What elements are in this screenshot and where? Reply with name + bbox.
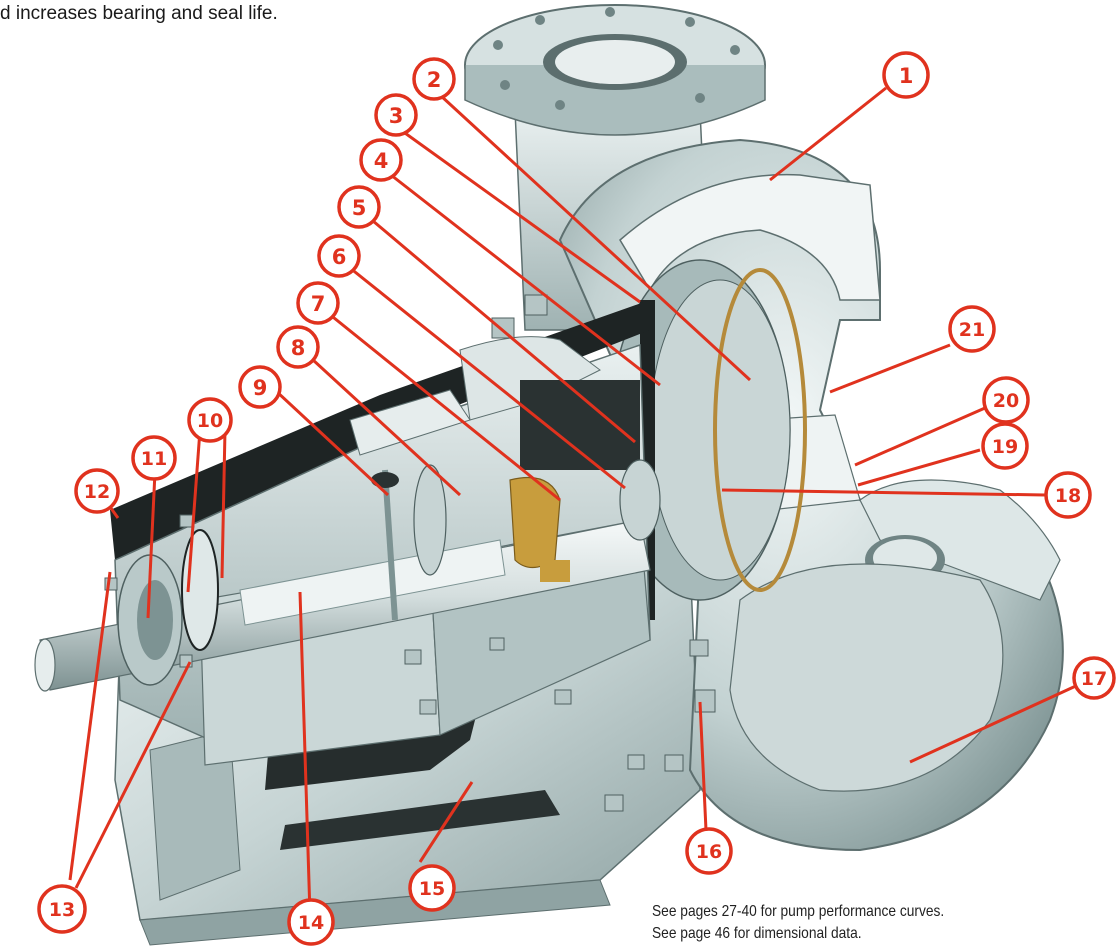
svg-text:5: 5 (352, 196, 367, 220)
pump-illustration (34, 4, 1064, 946)
leader-15 (418, 781, 474, 863)
svg-text:15: 15 (419, 878, 445, 900)
callout-6: 6 (317, 234, 361, 278)
callout-19: 19 (981, 422, 1029, 470)
leader-13a (68, 571, 112, 881)
leader-6 (339, 258, 626, 490)
svg-text:6: 6 (332, 245, 347, 269)
leader-21 (829, 343, 951, 394)
note-dimensional-data: See page 46 for dimensional data. (652, 925, 862, 942)
leader-lines (68, 86, 1079, 916)
callout-4: 4 (359, 138, 403, 182)
callout-2: 2 (412, 57, 456, 101)
callout-11: 11 (131, 435, 177, 481)
svg-text:1: 1 (899, 64, 914, 88)
callout-13: 13 (37, 884, 87, 934)
callout-15: 15 (408, 864, 456, 912)
svg-text:17: 17 (1081, 668, 1107, 690)
leader-11 (146, 471, 157, 619)
leader-2 (438, 93, 752, 382)
leader-3 (397, 126, 641, 304)
svg-text:19: 19 (992, 436, 1018, 458)
leader-7 (317, 303, 561, 502)
callout-8: 8 (276, 325, 320, 369)
leader-4 (381, 166, 661, 387)
svg-text:8: 8 (291, 336, 306, 360)
leader-13b (74, 661, 192, 889)
svg-text:10: 10 (197, 410, 223, 432)
callout-1: 1 (882, 51, 930, 99)
callouts: 1 2 3 4 5 6 7 8 9 10 11 12 13 14 15 16 1… (37, 51, 1116, 946)
svg-text:21: 21 (959, 319, 985, 341)
leader-9 (260, 376, 390, 497)
callout-20: 20 (982, 376, 1030, 424)
callout-5: 5 (337, 185, 381, 229)
svg-text:16: 16 (696, 841, 722, 863)
leader-19 (857, 448, 981, 487)
leader-10b (220, 429, 227, 579)
svg-text:20: 20 (993, 390, 1019, 412)
leader-10a (186, 429, 202, 593)
callout-14: 14 (287, 898, 335, 946)
svg-text:2: 2 (427, 68, 442, 92)
svg-text:18: 18 (1055, 485, 1081, 507)
leader-17 (909, 683, 1079, 764)
svg-text:11: 11 (141, 448, 167, 470)
callout-12: 12 (74, 468, 120, 514)
svg-text:3: 3 (389, 104, 404, 128)
leader-16 (698, 701, 708, 831)
leader-14 (298, 591, 312, 916)
svg-text:12: 12 (84, 481, 110, 503)
leader-8 (298, 346, 462, 497)
leader-18 (721, 488, 1046, 497)
leader-1 (769, 86, 887, 182)
leader-20 (854, 406, 986, 467)
svg-text:13: 13 (49, 899, 75, 921)
note-performance-curves: See pages 27-40 for pump performance cur… (652, 903, 945, 920)
callout-7: 7 (296, 281, 340, 325)
callout-9: 9 (238, 365, 282, 409)
callout-16: 16 (685, 827, 733, 875)
leader-5 (359, 208, 636, 444)
svg-text:4: 4 (374, 149, 389, 173)
callout-10: 10 (187, 397, 233, 443)
svg-text:7: 7 (311, 292, 326, 316)
svg-text:9: 9 (253, 376, 268, 400)
callout-3: 3 (374, 93, 418, 137)
callout-18: 18 (1044, 471, 1092, 519)
callout-21: 21 (948, 305, 996, 353)
top-caption: d increases bearing and seal life. (0, 3, 278, 24)
svg-text:14: 14 (298, 912, 324, 934)
callout-17: 17 (1072, 656, 1116, 700)
